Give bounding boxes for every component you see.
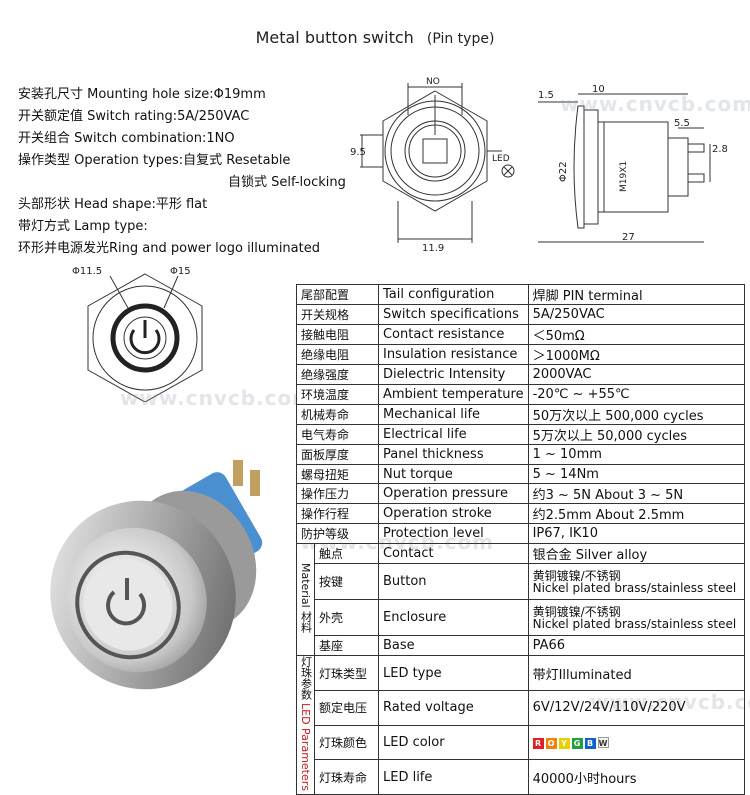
front-view-drawing: NO LED 9.5 11.9 bbox=[350, 77, 515, 254]
page-title: Metal button switch (Pin type) bbox=[0, 28, 750, 47]
spec-line: 操作类型 Operation types:自复式 Resetable bbox=[18, 153, 291, 168]
dim-9-5: 9.5 bbox=[350, 147, 366, 158]
color-swatch-o: O bbox=[545, 738, 557, 750]
color-swatch-r: R bbox=[532, 738, 544, 750]
spec-line: 自锁式 Self-locking bbox=[228, 175, 346, 190]
product-photo bbox=[50, 460, 263, 690]
dim-11-9: 11.9 bbox=[422, 243, 444, 254]
spec-line: 安装孔尺寸 Mounting hole size:Φ19mm bbox=[18, 87, 266, 102]
table-row: 额定电压 Rated voltage 6V/12V/24V/110V/220V bbox=[297, 690, 746, 726]
dia-11-5: Φ11.5 bbox=[72, 266, 102, 277]
led-group-label: 灯珠参数 LED Parameters bbox=[296, 655, 315, 795]
led-label: LED bbox=[492, 154, 510, 164]
dim-1-5: 1.5 bbox=[538, 90, 554, 101]
color-swatch-w: W bbox=[597, 737, 609, 749]
title-sub: (Pin type) bbox=[426, 31, 495, 47]
dia-15: Φ15 bbox=[170, 266, 191, 277]
thread-label: M19X1 bbox=[619, 161, 629, 192]
logo-view-drawing: Φ11.5 Φ15 bbox=[72, 266, 203, 402]
table-row: 基座 Base PA66 bbox=[297, 635, 746, 657]
color-swatch-y: Y bbox=[558, 738, 570, 750]
table-row: 灯珠寿命 LED life 40000小时hours bbox=[297, 759, 746, 795]
watermark: www.cnvcb.com bbox=[120, 386, 315, 410]
dim-2-8: 2.8 bbox=[712, 144, 728, 155]
side-view-drawing: 1.5 10 5.5 2.8 Φ22 M19X1 27 bbox=[538, 84, 728, 243]
spec-list: 安装孔尺寸 Mounting hole size:Φ19mm 开关额定值 Swi… bbox=[18, 84, 388, 260]
spec-line: 头部形状 Head shape:平形 flat bbox=[18, 197, 208, 212]
dim-27: 27 bbox=[622, 232, 635, 243]
watermark: www.cnvcb.com bbox=[560, 92, 750, 116]
title-main: Metal button switch bbox=[255, 28, 414, 47]
dim-22: Φ22 bbox=[558, 161, 569, 182]
spec-line: 环形并电源发光Ring and power logo illuminated bbox=[18, 241, 320, 256]
table-row: 灯珠参数 LED Parameters 灯珠类型 LED type 带灯Illu… bbox=[296, 655, 746, 795]
spec-line: 开关组合 Switch combination:1NO bbox=[18, 131, 235, 146]
table-row: Material 材料 触点 Contact 银合金 Silver alloy bbox=[296, 543, 746, 657]
no-label: NO bbox=[426, 77, 440, 87]
dim-5-5: 5.5 bbox=[674, 118, 690, 129]
dim-10: 10 bbox=[592, 84, 605, 95]
spec-line: 带灯方式 Lamp type: bbox=[18, 219, 148, 234]
color-swatch-b: B bbox=[584, 738, 596, 750]
material-group-label: Material 材料 bbox=[296, 543, 315, 657]
color-swatch-g: G bbox=[571, 738, 583, 750]
spec-line: 开关额定值 Switch rating:5A/250VAC bbox=[18, 109, 250, 124]
